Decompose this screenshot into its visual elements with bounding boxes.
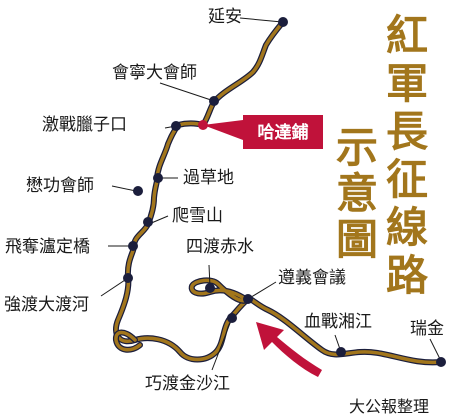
label-jinsha: 巧渡金沙江 (145, 374, 230, 394)
title-char: 路 (386, 251, 429, 300)
jinsha-loop-route-fill (114, 330, 142, 352)
title-char: 征 (386, 155, 428, 204)
node-xiangjiang[interactable] (336, 347, 346, 357)
label-luding: 飛奪瀘定橋 (5, 237, 90, 257)
place-labels: 瑞金 血戰湘江 遵義會議 四渡赤水 巧渡金沙江 強渡大渡河 飛奪瀘定橋 爬雪山 … (4, 7, 444, 394)
title-char: 紅 (386, 11, 428, 60)
node-chishui[interactable] (205, 283, 215, 293)
label-lazikou: 激戰臘子口 (42, 115, 127, 135)
label-grassland: 過草地 (183, 168, 234, 188)
node-snow-mountain[interactable] (143, 217, 153, 227)
chishui-loop-route-fill (189, 278, 249, 303)
title-char: 長 (386, 107, 429, 156)
label-xiangjiang: 血戰湘江 (304, 312, 372, 332)
label-yanan: 延安 (208, 7, 242, 27)
label-snow-mountain: 爬雪山 (172, 206, 223, 226)
node-lazikou[interactable] (171, 121, 181, 131)
label-maogong: 懋功會師 (26, 176, 94, 196)
label-dadu: 強渡大渡河 (4, 295, 89, 315)
title-char: 線 (386, 203, 428, 252)
title-char: 軍 (386, 59, 428, 108)
map-title: 紅 軍 長 征 線 路 示 意 圖 (336, 11, 429, 300)
node-luding[interactable] (128, 241, 138, 251)
march-route-fill (114, 20, 443, 365)
title-char: 圖 (336, 215, 378, 264)
label-ruijin: 瑞金 (410, 319, 444, 339)
node-hadapu[interactable] (198, 120, 208, 130)
highlight-label-box (243, 115, 323, 149)
direction-arrow (256, 322, 322, 377)
node-zunyi[interactable] (243, 294, 253, 304)
highlight-label-text: 哈達鋪 (258, 122, 309, 143)
node-jinsha[interactable] (227, 313, 237, 323)
node-grassland[interactable] (153, 173, 163, 183)
node-huining[interactable] (209, 96, 219, 106)
label-zunyi: 遵義會議 (278, 268, 346, 288)
node-maogong[interactable] (133, 186, 143, 196)
route-nodes (123, 17, 446, 367)
label-huining: 會寧大會師 (112, 63, 197, 83)
title-char: 意 (336, 169, 378, 218)
highlight-label-pointer (203, 120, 243, 140)
node-dadu[interactable] (123, 273, 133, 283)
title-char: 示 (336, 123, 378, 172)
credit-text: 大公報整理 (349, 397, 429, 416)
node-yanan[interactable] (278, 17, 288, 27)
node-ruijin[interactable] (436, 357, 446, 367)
label-chishui: 四渡赤水 (186, 237, 254, 257)
